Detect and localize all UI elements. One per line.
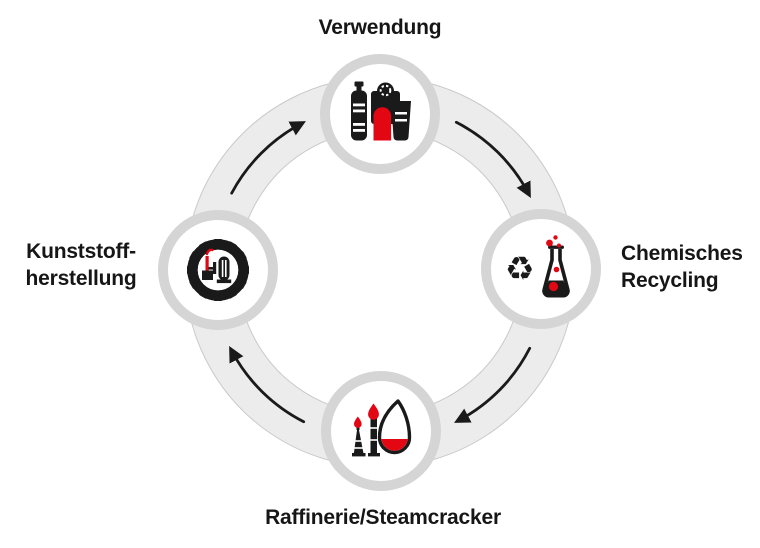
recycling-flask-icon: ♻ [505,235,570,298]
label-raffinerie-steamcracker: Raffinerie/Steamcracker [265,506,501,529]
label-kunststoffherstellung: Kunststoff- herstellung [12,238,150,292]
refinery-flare-flask-icon [352,399,412,457]
label-line: Kunststoff- [26,240,136,263]
label-line: Recycling [621,269,719,292]
label-verwendung: Verwendung [318,16,442,39]
label-line: herstellung [25,267,137,290]
recycle-symbol-icon: ♻ [505,249,535,288]
plastic-products-icon [351,81,411,141]
arrow-recycling-to-raffinerie [454,346,532,423]
label-chemisches-recycling: Chemisches Recycling [621,240,743,294]
arrow-verwendung-to-recycling [454,120,531,198]
label-line: Chemisches [621,242,743,265]
node-circle-chemisches-recycling [481,209,601,329]
arrow-kunststoff-to-verwendung [230,121,306,195]
arrow-raffinerie-to-kunststoff [229,346,306,424]
gear-factory-icon [187,239,249,301]
